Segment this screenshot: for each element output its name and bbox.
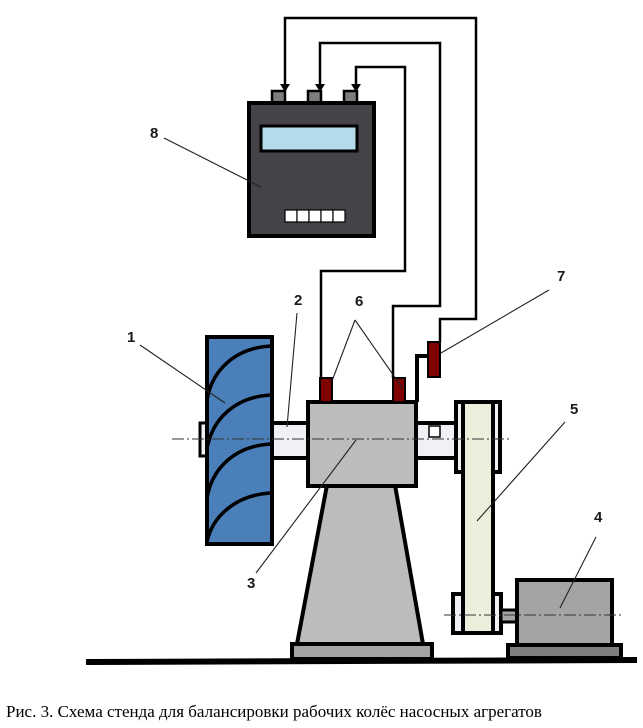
measuring-instrument (247, 89, 376, 238)
arrow-icon (315, 84, 325, 92)
arrow-icon (351, 84, 361, 92)
instrument-keypad (284, 209, 346, 223)
wire-sensor-right (318, 41, 442, 378)
label-bearing-housing: 3 (247, 575, 255, 592)
label-motor: 4 (594, 509, 603, 526)
label-shaft: 2 (294, 292, 302, 309)
figure-caption: Рис. 3. Схема стенда для балансировки ра… (6, 702, 542, 721)
impeller-wheel (205, 335, 274, 546)
label-instrument: 8 (150, 125, 158, 142)
wire-arrows (280, 84, 361, 92)
bearing-housing (306, 400, 418, 488)
motor-base (506, 643, 623, 660)
stand-pedestal (294, 483, 426, 646)
vibration-sensor-left (319, 377, 333, 403)
label-belt: 5 (570, 401, 578, 418)
arrow-icon (280, 84, 290, 92)
label-phase-sensor: 7 (557, 268, 565, 285)
signal-wires (283, 16, 478, 378)
phase-sensor (427, 341, 441, 378)
vibration-sensor-right (392, 377, 406, 403)
leader-lines (139, 137, 597, 609)
wire-sensor-left (319, 65, 407, 378)
label-wheel: 1 (127, 329, 135, 346)
instrument-screen (259, 124, 359, 153)
stand-base (290, 642, 434, 661)
electric-motor (515, 578, 614, 647)
drive-belt (461, 400, 495, 635)
sensor-bracket (415, 354, 428, 402)
phase-mark (428, 425, 441, 438)
wire-phase-sensor (283, 16, 478, 342)
label-vibration-sensors: 6 (355, 293, 363, 310)
